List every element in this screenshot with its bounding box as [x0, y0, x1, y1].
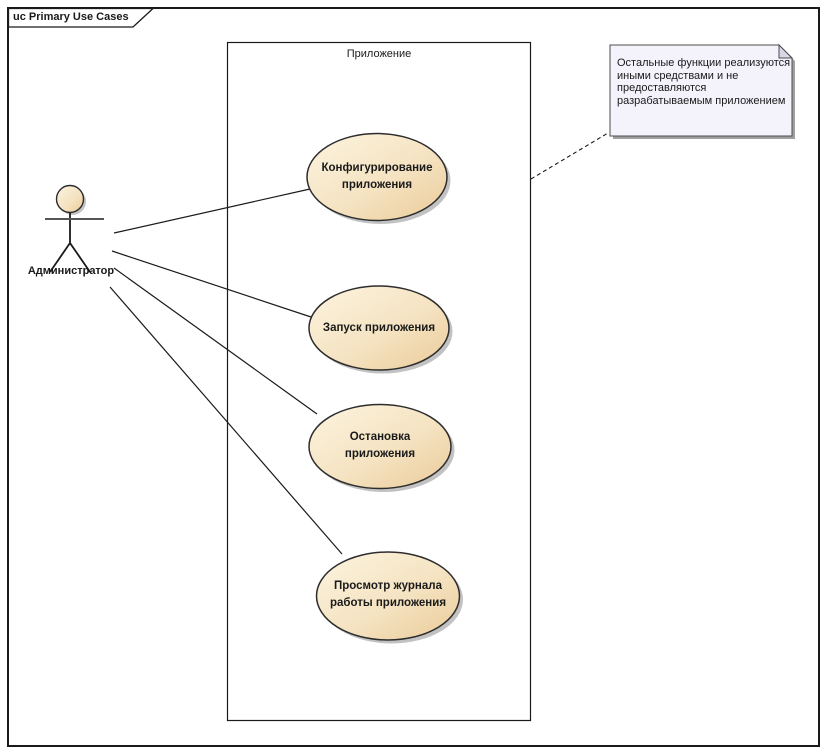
association-actor-uc1[interactable] — [113, 188, 311, 234]
actor-leg-left — [49, 242, 71, 273]
note-fold-corner-icon — [778, 43, 794, 59]
use-case-ellipse-configure[interactable] — [306, 132, 448, 222]
actor-head — [55, 184, 85, 214]
note-link-dashed[interactable] — [530, 132, 609, 180]
actor-leg-right — [69, 242, 91, 273]
use-case-ellipse-start[interactable] — [308, 285, 450, 371]
use-case-ellipse-stop[interactable] — [308, 403, 452, 490]
actor-figure[interactable] — [45, 184, 104, 273]
diagram-frame — [7, 7, 820, 747]
association-actor-uc2[interactable] — [111, 250, 312, 318]
association-actor-uc3[interactable] — [113, 267, 318, 415]
use-case-ellipse-view-log[interactable] — [315, 551, 461, 641]
note[interactable] — [609, 44, 793, 137]
association-actor-uc4[interactable] — [109, 286, 343, 555]
frame-tab — [7, 7, 155, 28]
